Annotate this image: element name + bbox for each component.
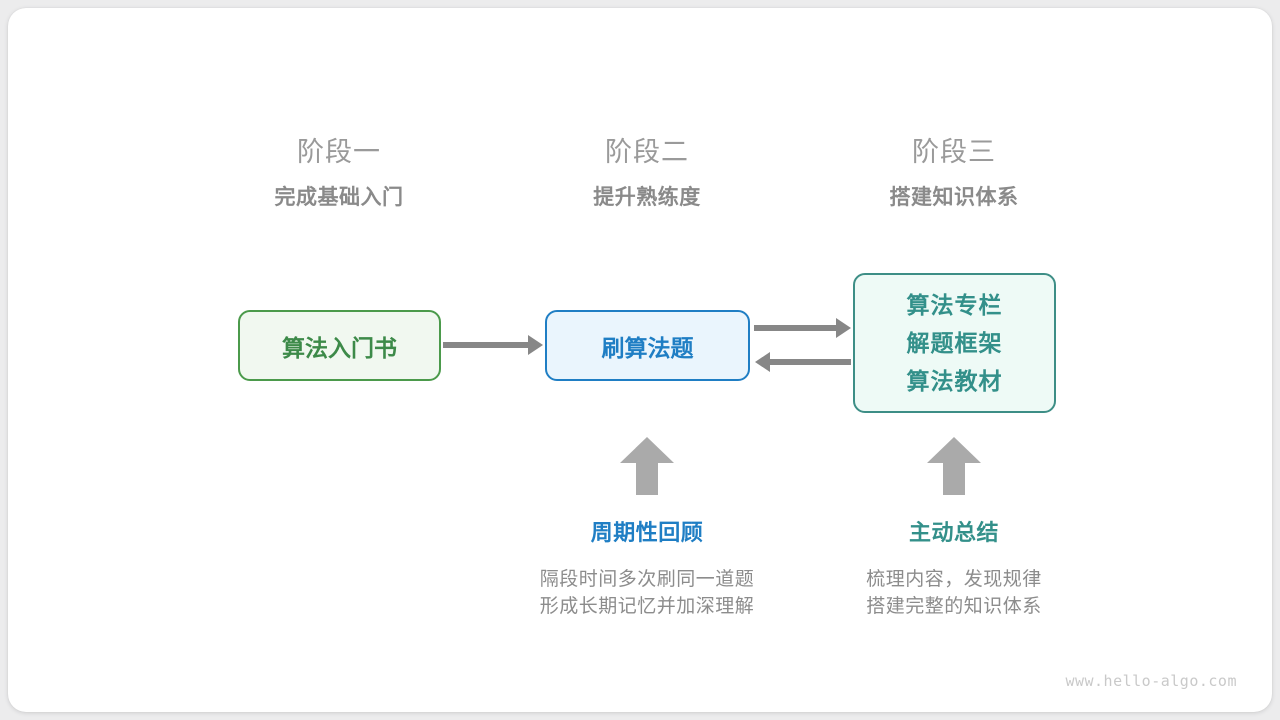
arrow-book-to-practice-icon xyxy=(443,335,543,355)
arrow-up-review-icon xyxy=(620,437,674,495)
annotation-active-summary: 主动总结 梳理内容，发现规律 搭建完整的知识体系 xyxy=(789,518,1119,620)
annotation-periodic-review-title: 周期性回顾 xyxy=(590,520,704,545)
stage-goal-1: 完成基础入门 xyxy=(274,186,404,209)
arrow-resources-to-practice-icon xyxy=(755,352,851,372)
node-algorithm-book: 算法入门书 xyxy=(238,310,441,381)
annotation-periodic-review-desc-line-2: 形成长期记忆并加深理解 xyxy=(539,596,755,617)
stage-header-2: 阶段二 提升熟练度 xyxy=(517,135,777,213)
stage-name-2: 阶段二 xyxy=(605,137,689,167)
watermark: www.hello-algo.com xyxy=(1065,672,1237,690)
stage-goal-2: 提升熟练度 xyxy=(593,186,701,209)
node-algorithm-book-label: 算法入门书 xyxy=(282,334,397,361)
stage-name-3: 阶段三 xyxy=(912,137,996,167)
arrow-up-review-head xyxy=(620,437,674,463)
annotation-active-summary-desc-line-1: 梳理内容，发现规律 xyxy=(866,569,1042,590)
annotation-periodic-review: 周期性回顾 隔段时间多次刷同一道题 形成长期记忆并加深理解 xyxy=(482,518,812,620)
annotation-periodic-review-desc: 隔段时间多次刷同一道题 形成长期记忆并加深理解 xyxy=(482,566,812,620)
node-practice-problems: 刷算法题 xyxy=(545,310,750,381)
node-learning-resources-line-3: 算法教材 xyxy=(906,368,1003,394)
arrow-up-summary-shaft xyxy=(943,461,965,495)
annotation-active-summary-desc: 梳理内容，发现规律 搭建完整的知识体系 xyxy=(789,566,1119,620)
arrow-practice-to-resources-icon xyxy=(754,318,851,338)
diagram-card: 阶段一 完成基础入门 阶段二 提升熟练度 阶段三 搭建知识体系 算法入门书 刷算… xyxy=(8,8,1272,712)
annotation-active-summary-title: 主动总结 xyxy=(908,520,999,545)
node-practice-problems-label: 刷算法题 xyxy=(601,334,694,361)
arrow-up-review-shaft xyxy=(636,461,658,495)
node-learning-resources-line-1: 算法专栏 xyxy=(906,292,1003,318)
annotation-active-summary-desc-line-2: 搭建完整的知识体系 xyxy=(866,596,1042,617)
stage-header-1: 阶段一 完成基础入门 xyxy=(209,135,469,213)
annotation-periodic-review-desc-line-1: 隔段时间多次刷同一道题 xyxy=(539,569,755,590)
node-learning-resources-line-2: 解题框架 xyxy=(906,330,1003,356)
stage-name-1: 阶段一 xyxy=(297,137,381,167)
stage-goal-3: 搭建知识体系 xyxy=(889,186,1019,209)
arrow-up-summary-head xyxy=(927,437,981,463)
arrow-up-summary-icon xyxy=(927,437,981,495)
stage-header-3: 阶段三 搭建知识体系 xyxy=(824,135,1084,213)
node-learning-resources: 算法专栏 解题框架 算法教材 xyxy=(853,273,1056,413)
